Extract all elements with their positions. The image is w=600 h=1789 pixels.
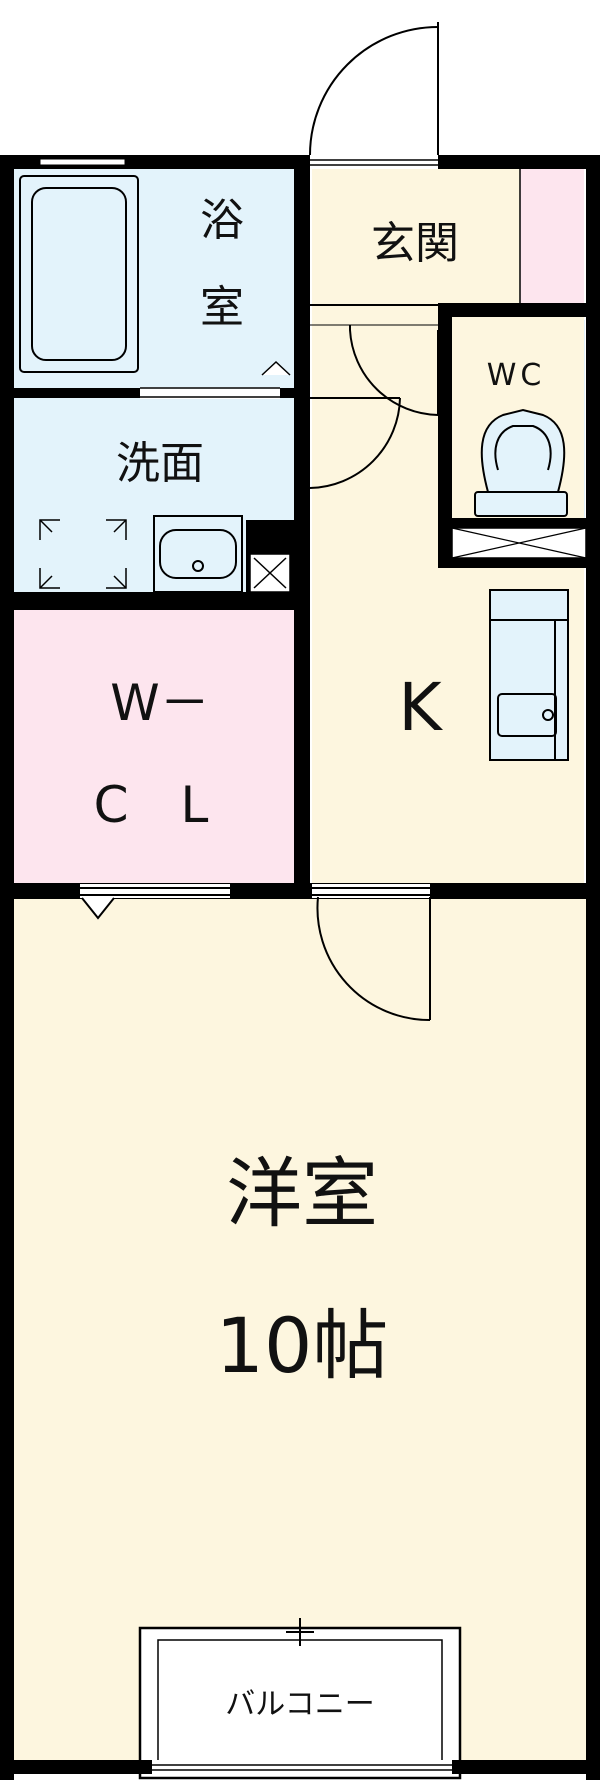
closet-label-line1: W－ bbox=[110, 674, 209, 732]
washing-machine-space bbox=[39, 519, 127, 589]
entrance-door-opening bbox=[310, 155, 438, 169]
entrance-door bbox=[309, 22, 439, 156]
balcony-window bbox=[152, 1760, 452, 1774]
closet-label-line2: C L bbox=[94, 776, 227, 834]
western-room-size: 10帖 bbox=[216, 1301, 389, 1390]
western-room-name: 洋室 bbox=[226, 1149, 378, 1238]
balcony-label: バルコニー bbox=[225, 1687, 374, 1722]
kitchen-counter bbox=[489, 589, 569, 761]
washroom-door bbox=[295, 397, 401, 489]
bath-window bbox=[39, 158, 126, 166]
entrance-label: 玄関 bbox=[371, 218, 459, 269]
bath-label-line2: 室 bbox=[200, 282, 244, 333]
washbasin bbox=[153, 515, 243, 593]
bathtub bbox=[19, 175, 139, 373]
wc-toilet bbox=[474, 408, 568, 517]
wc-door bbox=[349, 325, 439, 416]
bath-label-line1: 浴 bbox=[200, 195, 244, 246]
bath-drain-mark bbox=[261, 360, 291, 376]
closet-door bbox=[80, 884, 230, 920]
pipe-shaft-cross bbox=[249, 553, 291, 593]
western-room-door bbox=[312, 884, 431, 1022]
kitchen-label: K bbox=[398, 669, 443, 746]
wc-storage-cross bbox=[451, 527, 587, 559]
washroom-label: 洗面 bbox=[116, 438, 204, 489]
balcony bbox=[138, 1618, 462, 1780]
wc-label: WC bbox=[487, 358, 546, 393]
western-room-area bbox=[12, 897, 586, 1760]
entrance-area bbox=[312, 168, 520, 303]
walk-in-closet-area bbox=[12, 610, 294, 883]
entrance-shoe-cabinet bbox=[520, 168, 584, 303]
